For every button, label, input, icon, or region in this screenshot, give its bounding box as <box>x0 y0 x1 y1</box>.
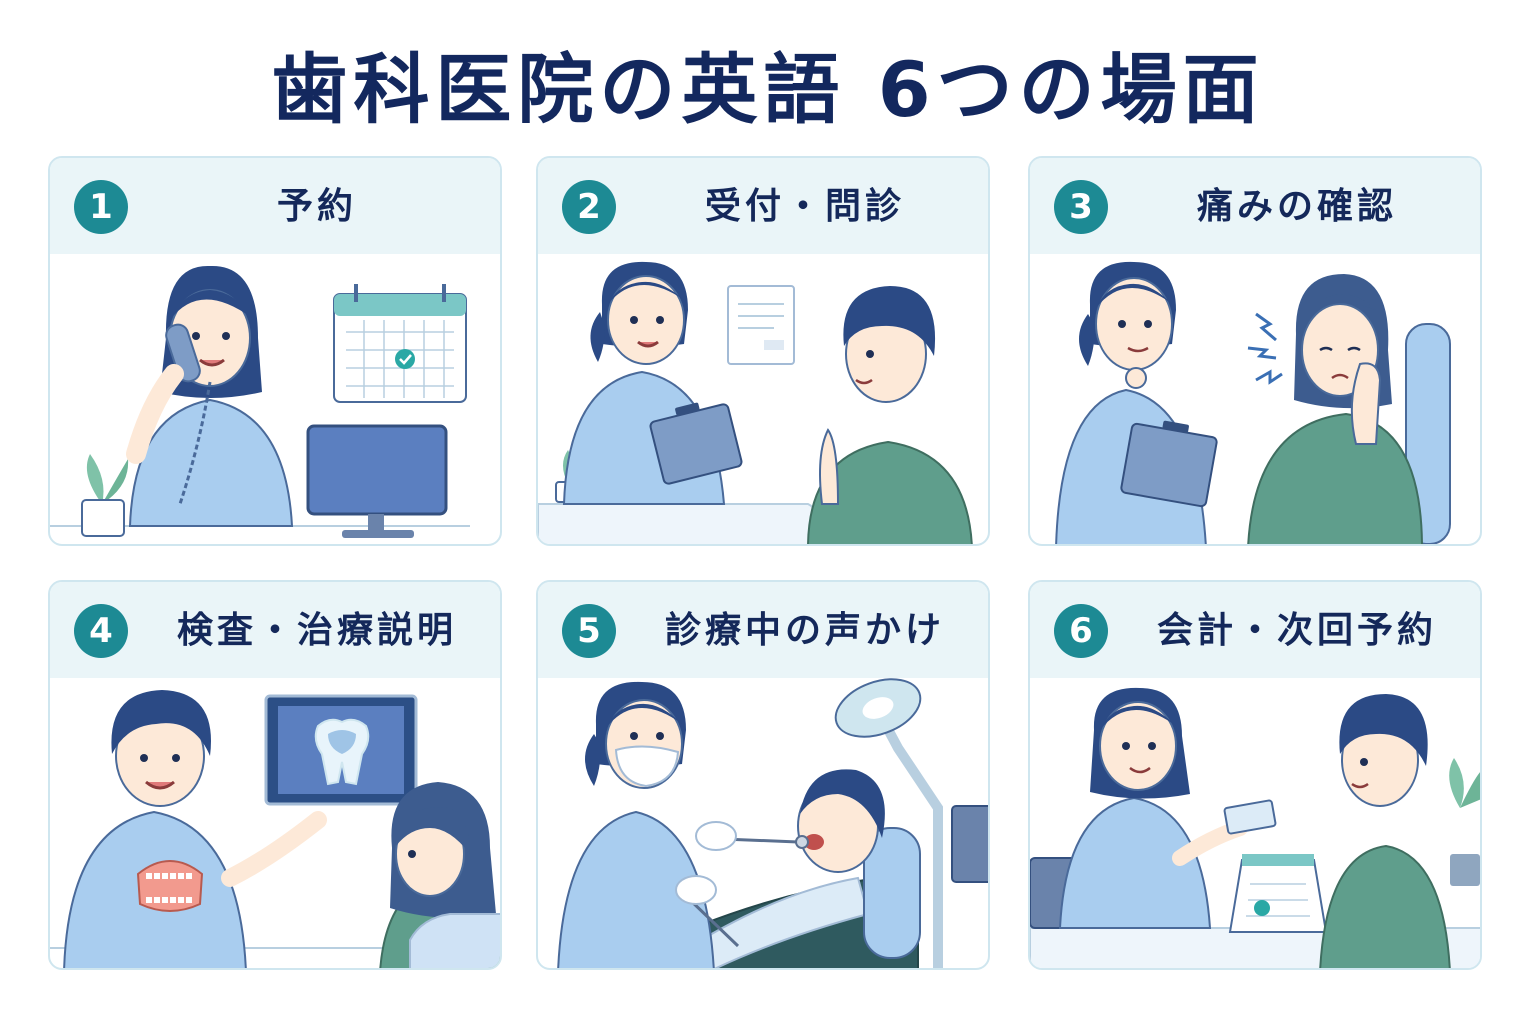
panel-header: 1 予約 <box>50 158 500 254</box>
patient-figure <box>1247 274 1423 544</box>
dentist-figure <box>63 690 327 968</box>
panel-header: 2 受付・問診 <box>538 158 988 254</box>
dental-lamp-icon <box>834 678 943 968</box>
monitor-icon <box>951 805 988 883</box>
scene-pain-check <box>1030 254 1480 544</box>
panel-examination: 4 検査・治療説明 <box>48 580 502 970</box>
scene-appointment <box>50 254 500 544</box>
page-title: 歯科医院の英語 6つの場面 <box>271 45 1265 134</box>
panel-title: 診療中の声かけ <box>664 610 945 651</box>
patient-figure <box>1319 694 1451 968</box>
scene-payment <box>1030 678 1480 968</box>
form-document-icon <box>727 285 795 365</box>
dentist-figure <box>557 681 809 968</box>
panel-title: 受付・問診 <box>704 186 905 227</box>
panel-header: 4 検査・治療説明 <box>50 582 500 678</box>
scene-illustration <box>50 690 500 968</box>
step-number-badge: 3 <box>1054 180 1108 234</box>
monitor-icon <box>306 424 448 538</box>
panel-title: 予約 <box>276 186 357 227</box>
pain-symbol-icon <box>1247 312 1283 385</box>
receptionist-figure <box>126 265 294 527</box>
denture-model-icon <box>136 860 204 912</box>
step-number-badge: 5 <box>562 604 616 658</box>
scene-illustration <box>1030 687 1480 968</box>
plant-icon <box>81 454 129 537</box>
receptionist-figure <box>562 261 743 505</box>
scene-examination <box>50 678 500 968</box>
panel-header: 5 診療中の声かけ <box>538 582 988 678</box>
calendar-icon <box>1228 854 1328 933</box>
calendar-icon <box>333 284 467 403</box>
staff-figure <box>1055 261 1218 544</box>
scene-illustration <box>538 261 973 544</box>
panel-title: 会計・次回予約 <box>1156 610 1437 651</box>
step-number-badge: 6 <box>1054 604 1108 658</box>
step-number-badge: 1 <box>74 180 128 234</box>
panel-title: 痛みの確認 <box>1196 186 1397 227</box>
scene-illustration <box>50 265 470 538</box>
panel-appointment: 1 予約 <box>48 156 502 546</box>
panel-pain-check: 3 痛みの確認 <box>1028 156 1482 546</box>
step-number-badge: 2 <box>562 180 616 234</box>
panel-header: 3 痛みの確認 <box>1030 158 1480 254</box>
xray-screen-icon <box>264 694 418 806</box>
plant-icon <box>1449 758 1480 886</box>
receptionist-figure <box>1058 687 1277 929</box>
panel-payment: 6 会計・次回予約 <box>1028 580 1482 970</box>
step-number-badge: 4 <box>74 604 128 658</box>
patient-figure <box>807 286 973 544</box>
scene-illustration <box>557 678 988 968</box>
scene-reception <box>538 254 988 544</box>
panel-reception: 2 受付・問診 <box>536 156 990 546</box>
panel-title: 検査・治療説明 <box>176 610 457 651</box>
scene-illustration <box>1055 261 1451 544</box>
scene-during-treatment <box>538 678 988 968</box>
panel-during-treatment: 5 診療中の声かけ <box>536 580 990 970</box>
panel-header: 6 会計・次回予約 <box>1030 582 1480 678</box>
